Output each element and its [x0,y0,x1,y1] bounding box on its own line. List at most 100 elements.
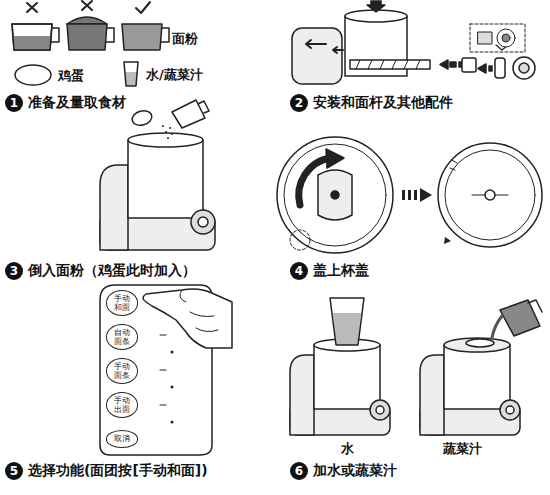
step-text: 安装和面杆及其他配件 [313,94,453,112]
measuring-cup [12,24,52,50]
juice-pitcher [492,300,542,338]
measuring-cup [122,24,162,50]
assembly-arrow [489,66,492,71]
step-caption: 3 倒入面粉（鸡蛋此时加入） [5,262,196,280]
step-number: 3 [5,262,23,280]
part-label: 鸡蛋 [58,67,84,85]
glass-icon [124,62,138,86]
measuring-cup [67,24,107,50]
lock-mark [290,230,310,250]
measuring-cup [13,36,51,50]
step-text: 倒入面粉（鸡蛋此时加入） [28,262,196,280]
measuring-cup [106,28,114,42]
glass-icon [125,72,138,86]
mixing-bowl [333,47,343,53]
noodle-machine [290,339,390,435]
mixing-rod [350,60,430,69]
hand [143,289,232,348]
part-label: 面粉 [172,30,198,48]
measuring-cup [172,100,209,128]
step-text: 加水或蔬菜汁 [313,462,397,480]
assembly-arrow [440,60,448,69]
noodle-machine [314,345,380,409]
button-label: 手动出面 [114,396,131,414]
noodle-machine [128,133,203,147]
lid-top-view [445,150,535,240]
ring-part [495,58,505,78]
noodle-machine [370,400,390,420]
step-caption: 5选择功能(面团按[手动和面]) [5,462,208,480]
machine-base [292,28,342,84]
step-number: 6 [290,462,308,480]
wrong-mark [27,1,92,12]
measuring-cup [12,24,52,50]
noodle-machine [198,217,208,227]
lid-top-view [284,144,386,246]
turn-arrow [299,149,344,205]
noodle-machine [500,400,520,420]
lid-top-view [277,137,393,253]
button-label: 手动面条 [114,362,131,380]
hand [143,289,232,348]
noodle-machine [100,133,215,250]
step-number: 1 [5,94,23,112]
lid-top-view [485,190,495,200]
measuring-cup [172,100,205,128]
step-caption: 1 准备及量取食材 [5,94,126,112]
noodle-machine [376,406,384,414]
mixing-rod [350,1,430,69]
noodle-machine [444,338,510,352]
lid-top-view [438,143,542,247]
die-box [497,29,515,47]
egg-icon [131,109,154,128]
lid-top-view [318,170,352,220]
noodle-machine [420,355,444,435]
step-arrow [402,190,405,200]
lid-top-view [444,237,451,244]
machine-base [292,28,342,84]
step-arrow [408,190,411,200]
part-label: 水 [341,440,354,458]
egg-icon [15,65,51,85]
measuring-cup [51,28,59,42]
control-panel [171,386,174,389]
flour-specks [162,125,164,127]
water-glass [330,298,364,345]
die-box [470,24,525,52]
juice-pitcher [528,300,542,312]
egg-icon [15,65,51,85]
mixing-rod [356,60,420,69]
step-caption: 2安装和面杆及其他配件 [290,94,453,112]
measuring-cup [67,17,107,24]
step-caption: 6 加水或蔬菜汁 [290,462,397,480]
step-text: 选择功能(面团按[手动和面]) [28,462,208,480]
assembly-arrow [450,62,462,67]
noodle-machine [100,165,128,250]
lid-top-view [450,160,457,170]
mixing-rod [367,1,385,12]
control-panel [171,421,174,424]
cap-part [519,63,529,73]
flour-specks [167,137,169,139]
glass-icon [124,62,138,86]
die-box [478,32,492,44]
cap-part [513,57,535,79]
noodle-machine [444,345,510,409]
measuring-cup [198,101,209,113]
right-mark [136,2,150,13]
die-box [502,34,510,42]
flour-specks [162,125,173,139]
turn-arrow [326,149,344,168]
step-caption: 4盖上杯盖 [290,262,369,280]
step-arrow [420,188,432,202]
lid-top-view [331,191,339,199]
cap-part [513,57,535,79]
machine-base [306,40,326,48]
step-arrow [414,190,417,200]
flour-specks [171,133,173,135]
panel-button: 取消 [106,430,138,447]
wrong-mark [27,3,37,12]
juice-pitcher [492,316,502,338]
step-text: 准备及量取食材 [28,94,126,112]
measuring-cup [12,17,169,50]
